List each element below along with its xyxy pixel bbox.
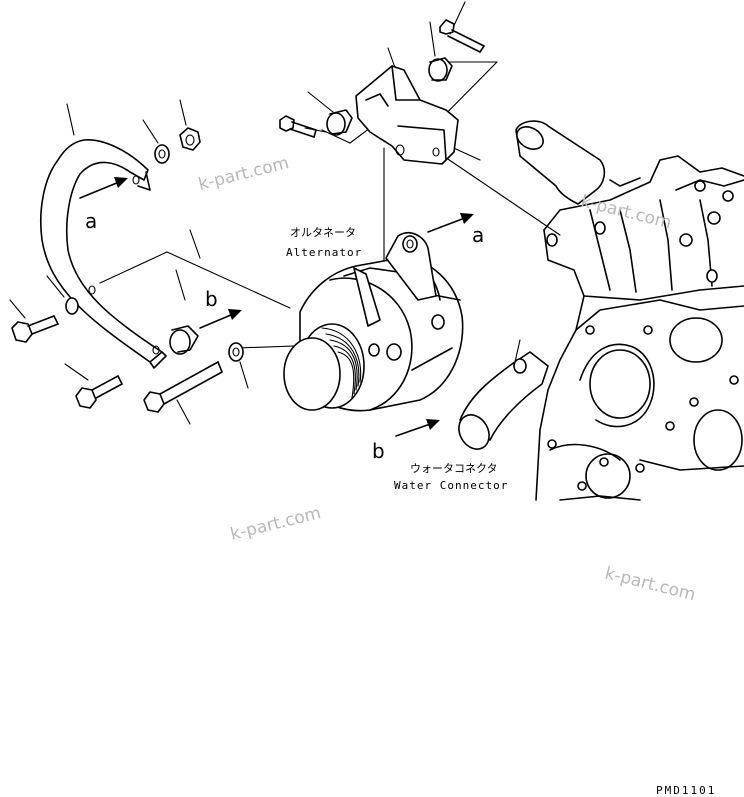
marker-b-left: b	[205, 287, 218, 311]
watermark: k-part.com	[196, 153, 291, 195]
side-bolt	[279, 115, 317, 138]
spacer-collar-top	[326, 57, 453, 136]
drawing-code: PMD1101	[656, 784, 716, 797]
arrow-a-left	[79, 177, 128, 199]
alternator-body	[283, 232, 464, 412]
top-bolt	[439, 19, 485, 53]
watermark: k-part.com	[579, 191, 674, 233]
alternator-label-en: Alternator	[286, 246, 362, 259]
spacer-collar-mid	[169, 325, 199, 355]
adjusting-strap	[39, 139, 167, 369]
water-connector-label-en: Water Connector	[394, 479, 508, 492]
nut-and-washer	[154, 127, 201, 164]
arrow-a-right	[427, 213, 474, 233]
alternator-label-jp: オルタネータ	[290, 226, 356, 239]
alternator-bracket	[355, 65, 459, 165]
water-connector-label-jp: ウォータコネクタ	[410, 462, 498, 475]
strap-bolt-left	[11, 297, 79, 343]
arrow-b-right	[395, 419, 440, 437]
engine-block	[515, 120, 744, 501]
water-connector	[458, 351, 549, 450]
marker-a-right: a	[472, 223, 484, 247]
long-bolt-and-washer	[143, 342, 244, 413]
marker-a-left: a	[85, 209, 97, 233]
marker-b-right: b	[372, 439, 385, 463]
watermark: k-part.com	[603, 563, 698, 605]
watermark: k-part.com	[228, 503, 323, 545]
arrow-b-left	[199, 309, 242, 329]
strap-bolt-lower	[75, 375, 123, 409]
